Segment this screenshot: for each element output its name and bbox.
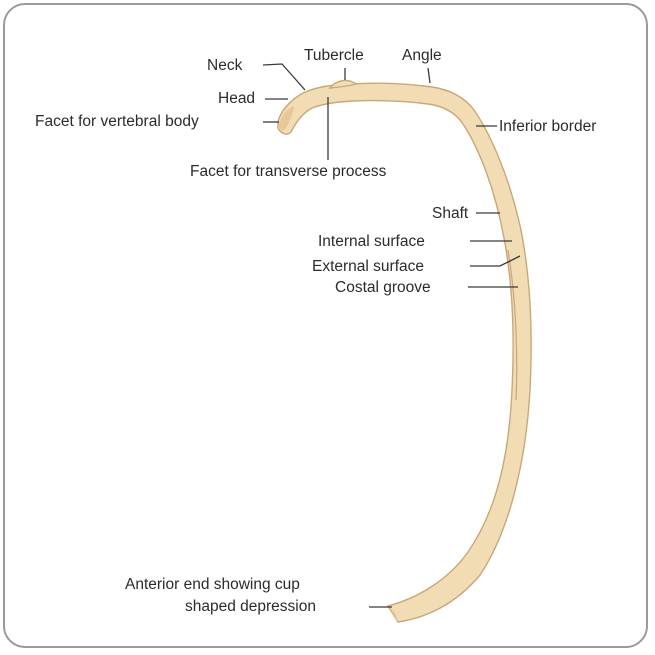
label-shaft: Shaft <box>432 205 469 222</box>
angle-leader <box>428 68 430 83</box>
label-anterior-end-line1: Anterior end showing cup <box>125 576 300 593</box>
labels: Neck Tubercle Angle Head Facet for verte… <box>35 47 596 615</box>
neck-leader <box>263 64 305 90</box>
label-facet-transverse-process: Facet for transverse process <box>190 163 387 180</box>
label-neck: Neck <box>207 57 243 74</box>
label-angle: Angle <box>402 47 442 64</box>
label-facet-vertebral-body: Facet for vertebral body <box>35 113 199 130</box>
label-tubercle: Tubercle <box>304 47 364 64</box>
label-head: Head <box>218 90 255 107</box>
label-costal-groove: Costal groove <box>335 279 431 296</box>
label-internal-surface: Internal surface <box>318 233 425 250</box>
label-external-surface: External surface <box>312 258 424 275</box>
label-inferior-border: Inferior border <box>499 118 596 135</box>
label-anterior-end-line2: shaped depression <box>185 598 316 615</box>
rib-bone <box>278 81 531 622</box>
